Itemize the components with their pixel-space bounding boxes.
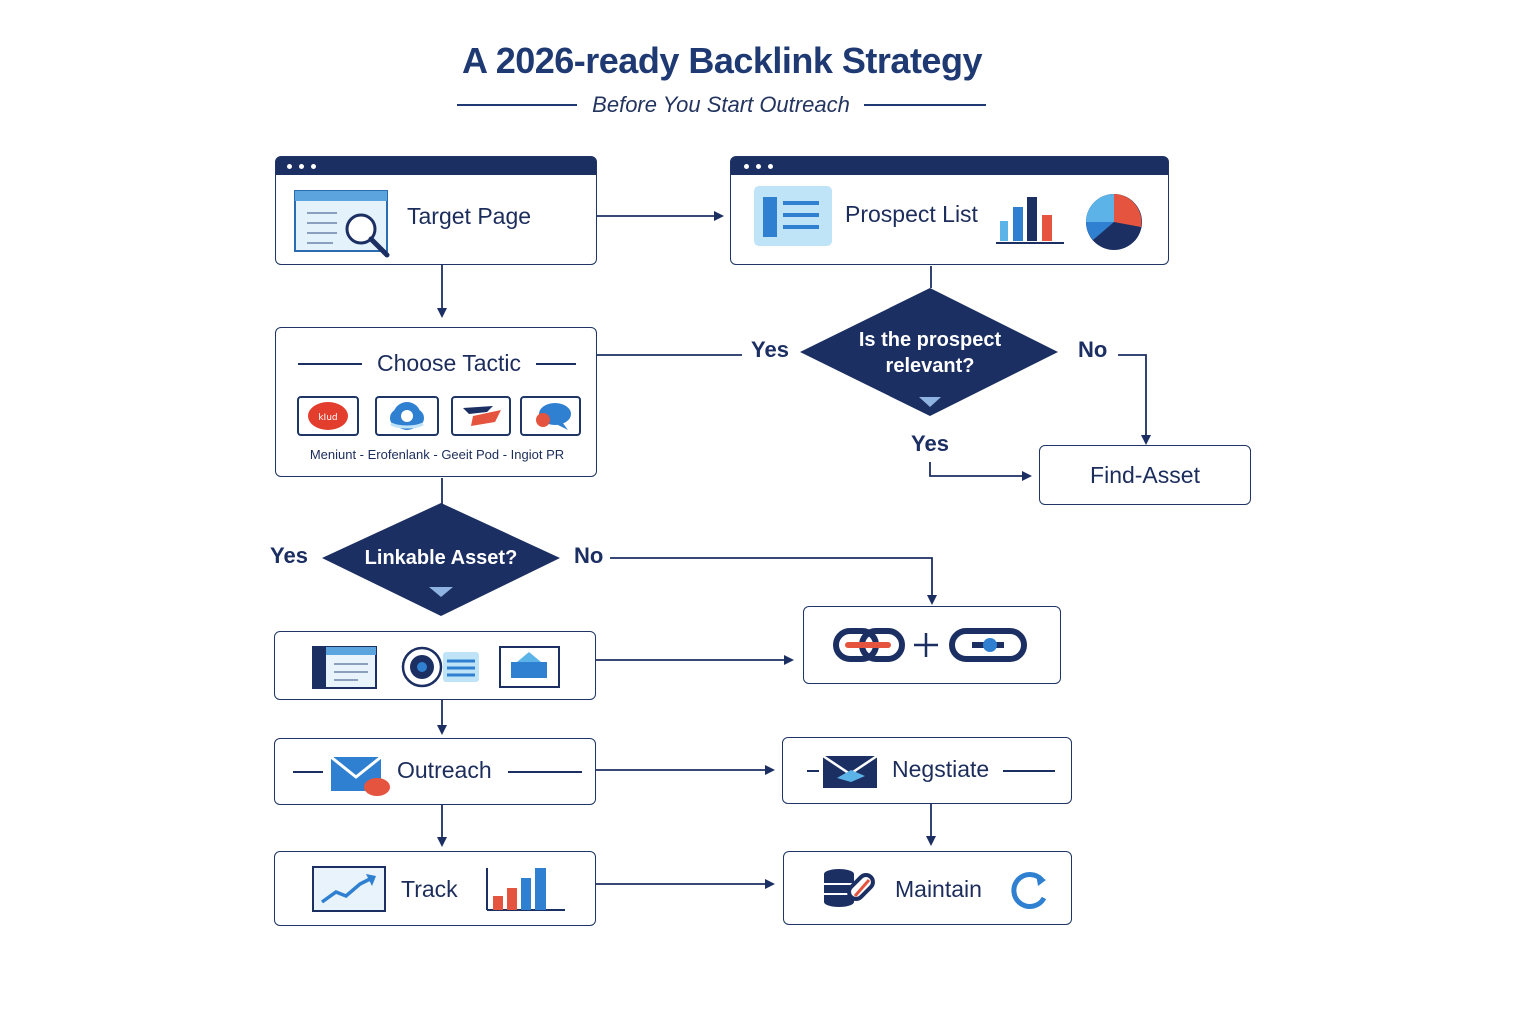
edge-no-to-find-asset xyxy=(1118,354,1151,445)
relevance-question-label: Is the prospect relevant? xyxy=(858,329,1002,377)
outreach-rule-right xyxy=(508,771,582,773)
guest-post-icon xyxy=(463,406,501,426)
window-bar xyxy=(731,157,1168,175)
growth-bar-chart-icon xyxy=(486,868,565,911)
find-asset-node: Find-Asset xyxy=(1039,445,1251,505)
link-building-node xyxy=(803,606,1061,684)
negotiate-label: Negstiate xyxy=(892,756,990,782)
tactic-caption: Meniunt - Erofenlank - Geeit Pod - Ingio… xyxy=(309,447,565,462)
prospect-list-node: Prospect List xyxy=(730,156,1169,265)
window-bar xyxy=(276,157,596,175)
refresh-icon xyxy=(1011,871,1047,909)
trend-chart-icon xyxy=(312,866,386,912)
linkable-asset-diamond xyxy=(322,503,560,616)
target-page-node: Target Page xyxy=(275,156,597,265)
choose-tactic-label: Choose Tactic xyxy=(377,350,522,376)
edge-label-yes-left: Yes xyxy=(751,337,789,362)
diagram-subtitle: Before You Start Outreach xyxy=(592,92,850,117)
database-link-icon xyxy=(824,869,875,907)
maintain-label: Maintain xyxy=(895,876,982,902)
target-list-icon xyxy=(401,646,479,688)
choose-tactic-node: Choose Tactic kIud xyxy=(275,327,597,477)
asset-types-node xyxy=(274,631,596,700)
negotiate-rule-right xyxy=(1003,770,1055,772)
bar-chart-icon xyxy=(996,197,1064,244)
edge-label-asset-yes: Yes xyxy=(270,543,308,568)
maintain-node: Maintain xyxy=(783,851,1072,925)
chain-link-icon xyxy=(833,628,1027,662)
tactic-tile-digital-pr[interactable] xyxy=(520,396,581,436)
subtitle-rule-left xyxy=(457,104,577,106)
edge-asset-no-to-links xyxy=(610,557,937,605)
relevance-diamond xyxy=(800,288,1058,416)
list-document-icon xyxy=(754,186,832,246)
negotiate-rule-left xyxy=(807,770,819,772)
image-asset-icon xyxy=(499,646,560,688)
browser-search-icon xyxy=(294,190,390,258)
speech-bubble-icon xyxy=(536,403,571,430)
envelope-icon xyxy=(330,755,390,796)
edge-label-no: No xyxy=(1078,337,1108,362)
tactic-tile-mention[interactable]: kIud xyxy=(297,396,359,436)
tactic-tile-broken-link[interactable] xyxy=(375,396,439,436)
linkable-asset-label: Linkable Asset? xyxy=(364,547,518,569)
find-asset-label: Find-Asset xyxy=(1090,462,1200,488)
target-page-label: Target Page xyxy=(407,203,532,229)
track-node: Track xyxy=(274,851,596,926)
subtitle-rule-right xyxy=(864,104,986,106)
prospect-list-label: Prospect List xyxy=(845,201,978,227)
cloud-link-icon xyxy=(390,402,424,430)
outreach-label: Outreach xyxy=(397,757,492,783)
track-label: Track xyxy=(401,876,458,902)
tactic-rule-right xyxy=(536,363,576,365)
edge-label-yes-down: Yes xyxy=(911,431,949,456)
negotiate-node: Negstiate xyxy=(782,737,1072,804)
pie-chart-icon xyxy=(1086,194,1142,250)
tactic-rule-left xyxy=(298,363,362,365)
outreach-node: Outreach xyxy=(274,738,596,805)
edge-yes-down-to-find-asset xyxy=(929,462,1032,481)
tactic-tile-guest-post[interactable] xyxy=(451,396,511,436)
mention-badge-icon: kIud xyxy=(308,402,348,430)
edge-label-asset-no: No xyxy=(574,543,604,568)
outreach-rule-left xyxy=(293,771,323,773)
document-page-icon xyxy=(312,646,377,689)
diagram-title: A 2026-ready Backlink Strategy xyxy=(462,40,982,81)
tactic-tile-text: kIud xyxy=(318,413,337,423)
envelope-handshake-icon xyxy=(822,754,878,788)
